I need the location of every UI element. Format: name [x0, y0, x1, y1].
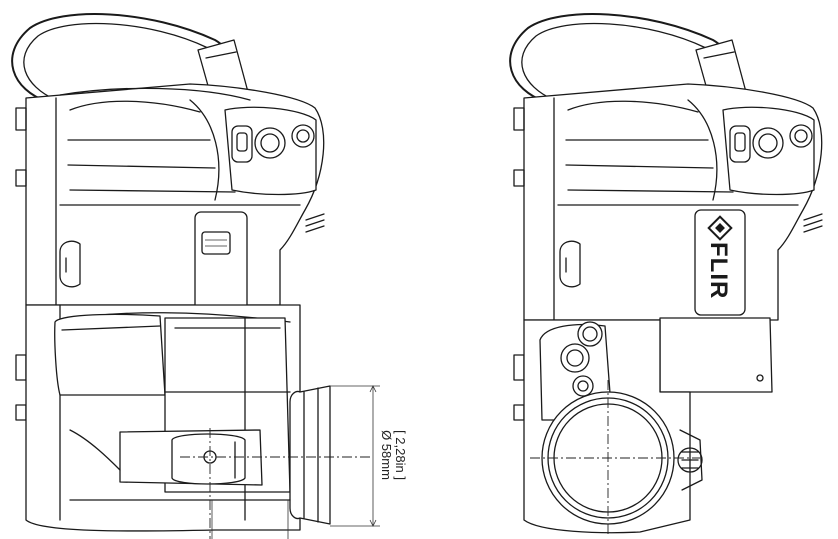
flir-logo-text: FLIR [705, 242, 732, 299]
camera-front-view [509, 13, 823, 535]
center-mark [180, 428, 370, 539]
logo-panel [694, 209, 746, 316]
dimension-lines [211, 385, 380, 539]
dimension-label-imperial: [ 2,28in ] [393, 430, 408, 480]
camera-side-view [11, 13, 331, 532]
dimension-label-metric: Ø 58mm [379, 430, 394, 480]
lens-barrel [289, 385, 331, 525]
connector-door [194, 211, 248, 313]
flir-logo: FLIR [705, 215, 733, 299]
